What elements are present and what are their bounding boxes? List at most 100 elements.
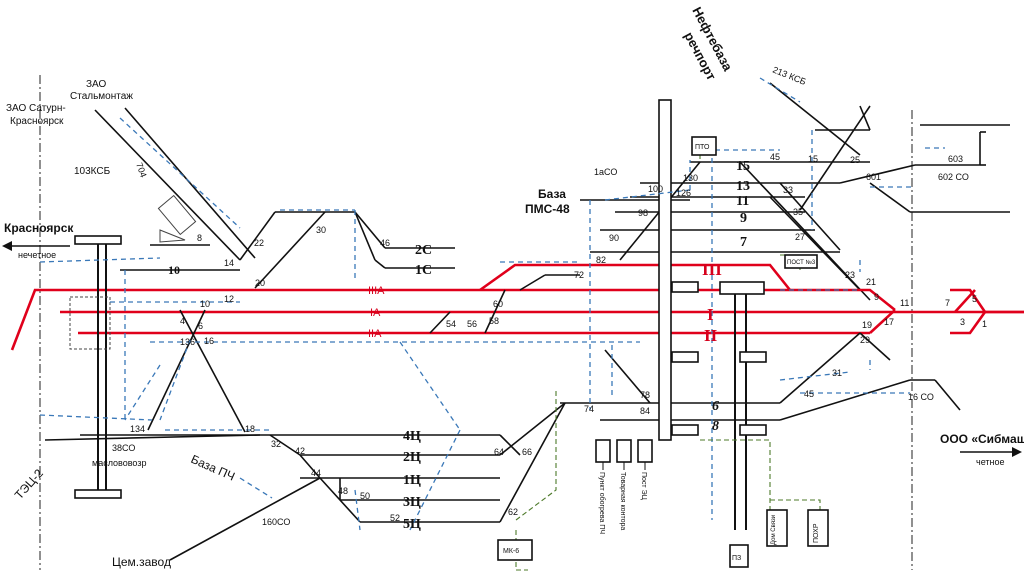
switch-42: 42 [295, 446, 305, 456]
main-tracks [10, 263, 1024, 351]
switch-100: 100 [648, 184, 663, 194]
switch-84: 84 [640, 406, 650, 416]
track-10: 10 [168, 263, 180, 277]
switch-126: 126 [676, 188, 691, 198]
label-sibmash: ООО «Сибмаш [940, 432, 1024, 446]
switch-82: 82 [596, 255, 606, 265]
track-IA: IА [370, 307, 381, 319]
switch-33: 33 [783, 185, 793, 195]
track-9: 9 [740, 211, 747, 226]
switch-numbers: 1 3 5 7 9 11 15 17 19 21 23 25 27 29 31 … [130, 152, 987, 523]
track-3Ts: 3Ц [403, 495, 421, 510]
label-tec2: ТЭЦ-2 [12, 466, 46, 502]
label-baza-pms-2: ПМС-48 [525, 202, 570, 216]
track-7: 7 [740, 235, 747, 250]
switch-1: 1 [982, 319, 987, 329]
switch-50: 50 [360, 491, 370, 501]
switch-10: 10 [200, 299, 210, 309]
upper-yard-tracks [580, 82, 1010, 301]
track-III: III [702, 260, 722, 279]
label-so-160: 160СО [262, 517, 290, 527]
label-pohr: ПОХР [813, 523, 820, 543]
switch-98: 98 [638, 208, 648, 218]
label-even-direction: четное [976, 457, 1005, 467]
label-so-1a: 1аСО [594, 167, 617, 177]
label-zao-stalmontazh-2: Стальмонтаж [70, 91, 133, 102]
track-1C: 1С [415, 263, 432, 278]
station-axes [39, 75, 913, 570]
track-2C: 2С [415, 243, 432, 258]
label-krasnoyarsk: Красноярск [4, 221, 74, 235]
switch-12: 12 [224, 294, 234, 304]
switch-15: 15 [808, 154, 818, 164]
lower-park-tracks [44, 274, 961, 561]
switch-30: 30 [316, 225, 326, 235]
switch-64: 64 [494, 447, 504, 457]
label-zao-stalmontazh-1: ЗАО [86, 79, 106, 90]
switch-25: 25 [850, 155, 860, 165]
track-IIA: IIА [368, 328, 382, 340]
label-mk6: МК-6 [503, 548, 519, 555]
label-pz: ПЗ [732, 555, 741, 562]
track-15: 15 [736, 159, 750, 174]
switch-31: 31 [832, 368, 842, 378]
label-odd-direction: нечетное [18, 250, 56, 260]
label-zao-saturn-2: Красноярск [10, 116, 64, 127]
switch-4: 4 [180, 316, 185, 326]
track-1Ts: 1Ц [403, 473, 421, 488]
switch-45-lower: 45 [804, 389, 814, 399]
shunting-routes [39, 77, 945, 531]
switch-90: 90 [609, 233, 619, 243]
label-so-602: 602 СО [938, 172, 969, 182]
label-103ksb: 103КСБ [74, 166, 111, 177]
switch-19: 19 [862, 320, 872, 330]
switch-78: 78 [640, 390, 650, 400]
switch-52: 52 [390, 513, 400, 523]
switch-136: 136 [180, 337, 195, 347]
station-buildings [497, 136, 829, 568]
track-IIIA: IIIА [368, 285, 385, 297]
track-2Ts: 2Ц [403, 450, 421, 465]
label-so-16: 16 СО [908, 392, 934, 402]
label-dom-svyazi: Дом Связи [771, 515, 777, 545]
switch-58: 58 [489, 316, 499, 326]
track-11: 11 [736, 194, 749, 209]
switch-48: 48 [338, 486, 348, 496]
switch-603: 603 [948, 154, 963, 164]
label-post3: ПОСТ №3 [787, 259, 816, 266]
switch-35: 35 [793, 207, 803, 217]
switch-6: 6 [198, 321, 203, 331]
switch-5: 5 [972, 294, 977, 304]
switch-22: 22 [254, 238, 264, 248]
track-8: 8 [712, 419, 719, 434]
switch-130: 130 [683, 173, 698, 183]
track-labels: 15 13 11 9 7 III I II 6 8 IIIА IА IIА 10… [168, 159, 750, 532]
switch-17: 17 [884, 317, 894, 327]
track-5Ts: 5Ц [403, 517, 421, 532]
switch-45-upper: 45 [770, 152, 780, 162]
label-cem-zavod: Цем.завод [112, 555, 171, 569]
label-maslovoz: маслововозр [92, 458, 146, 468]
direction-arrows [2, 241, 1022, 457]
switch-62: 62 [508, 507, 518, 517]
switch-23: 23 [845, 270, 855, 280]
switch-18: 18 [245, 424, 255, 434]
switch-14: 14 [224, 258, 234, 268]
label-baza-pms-1: База [538, 187, 566, 201]
label-zao-saturn-1: ЗАО Сатурн- [6, 103, 66, 114]
switch-56: 56 [467, 319, 477, 329]
switch-11: 11 [900, 298, 909, 308]
switch-21: 21 [866, 277, 876, 287]
switch-27: 27 [795, 232, 805, 242]
label-213ksb: 213 КСБ [771, 65, 807, 87]
switch-32: 32 [271, 439, 281, 449]
switch-7: 7 [945, 298, 950, 308]
switch-60: 60 [493, 299, 503, 309]
label-pto: ПТО [695, 144, 710, 151]
switch-3: 3 [960, 317, 965, 327]
switch-74: 74 [584, 404, 594, 414]
track-6: 6 [712, 399, 719, 414]
switch-44: 44 [311, 468, 321, 478]
switch-72: 72 [574, 270, 584, 280]
